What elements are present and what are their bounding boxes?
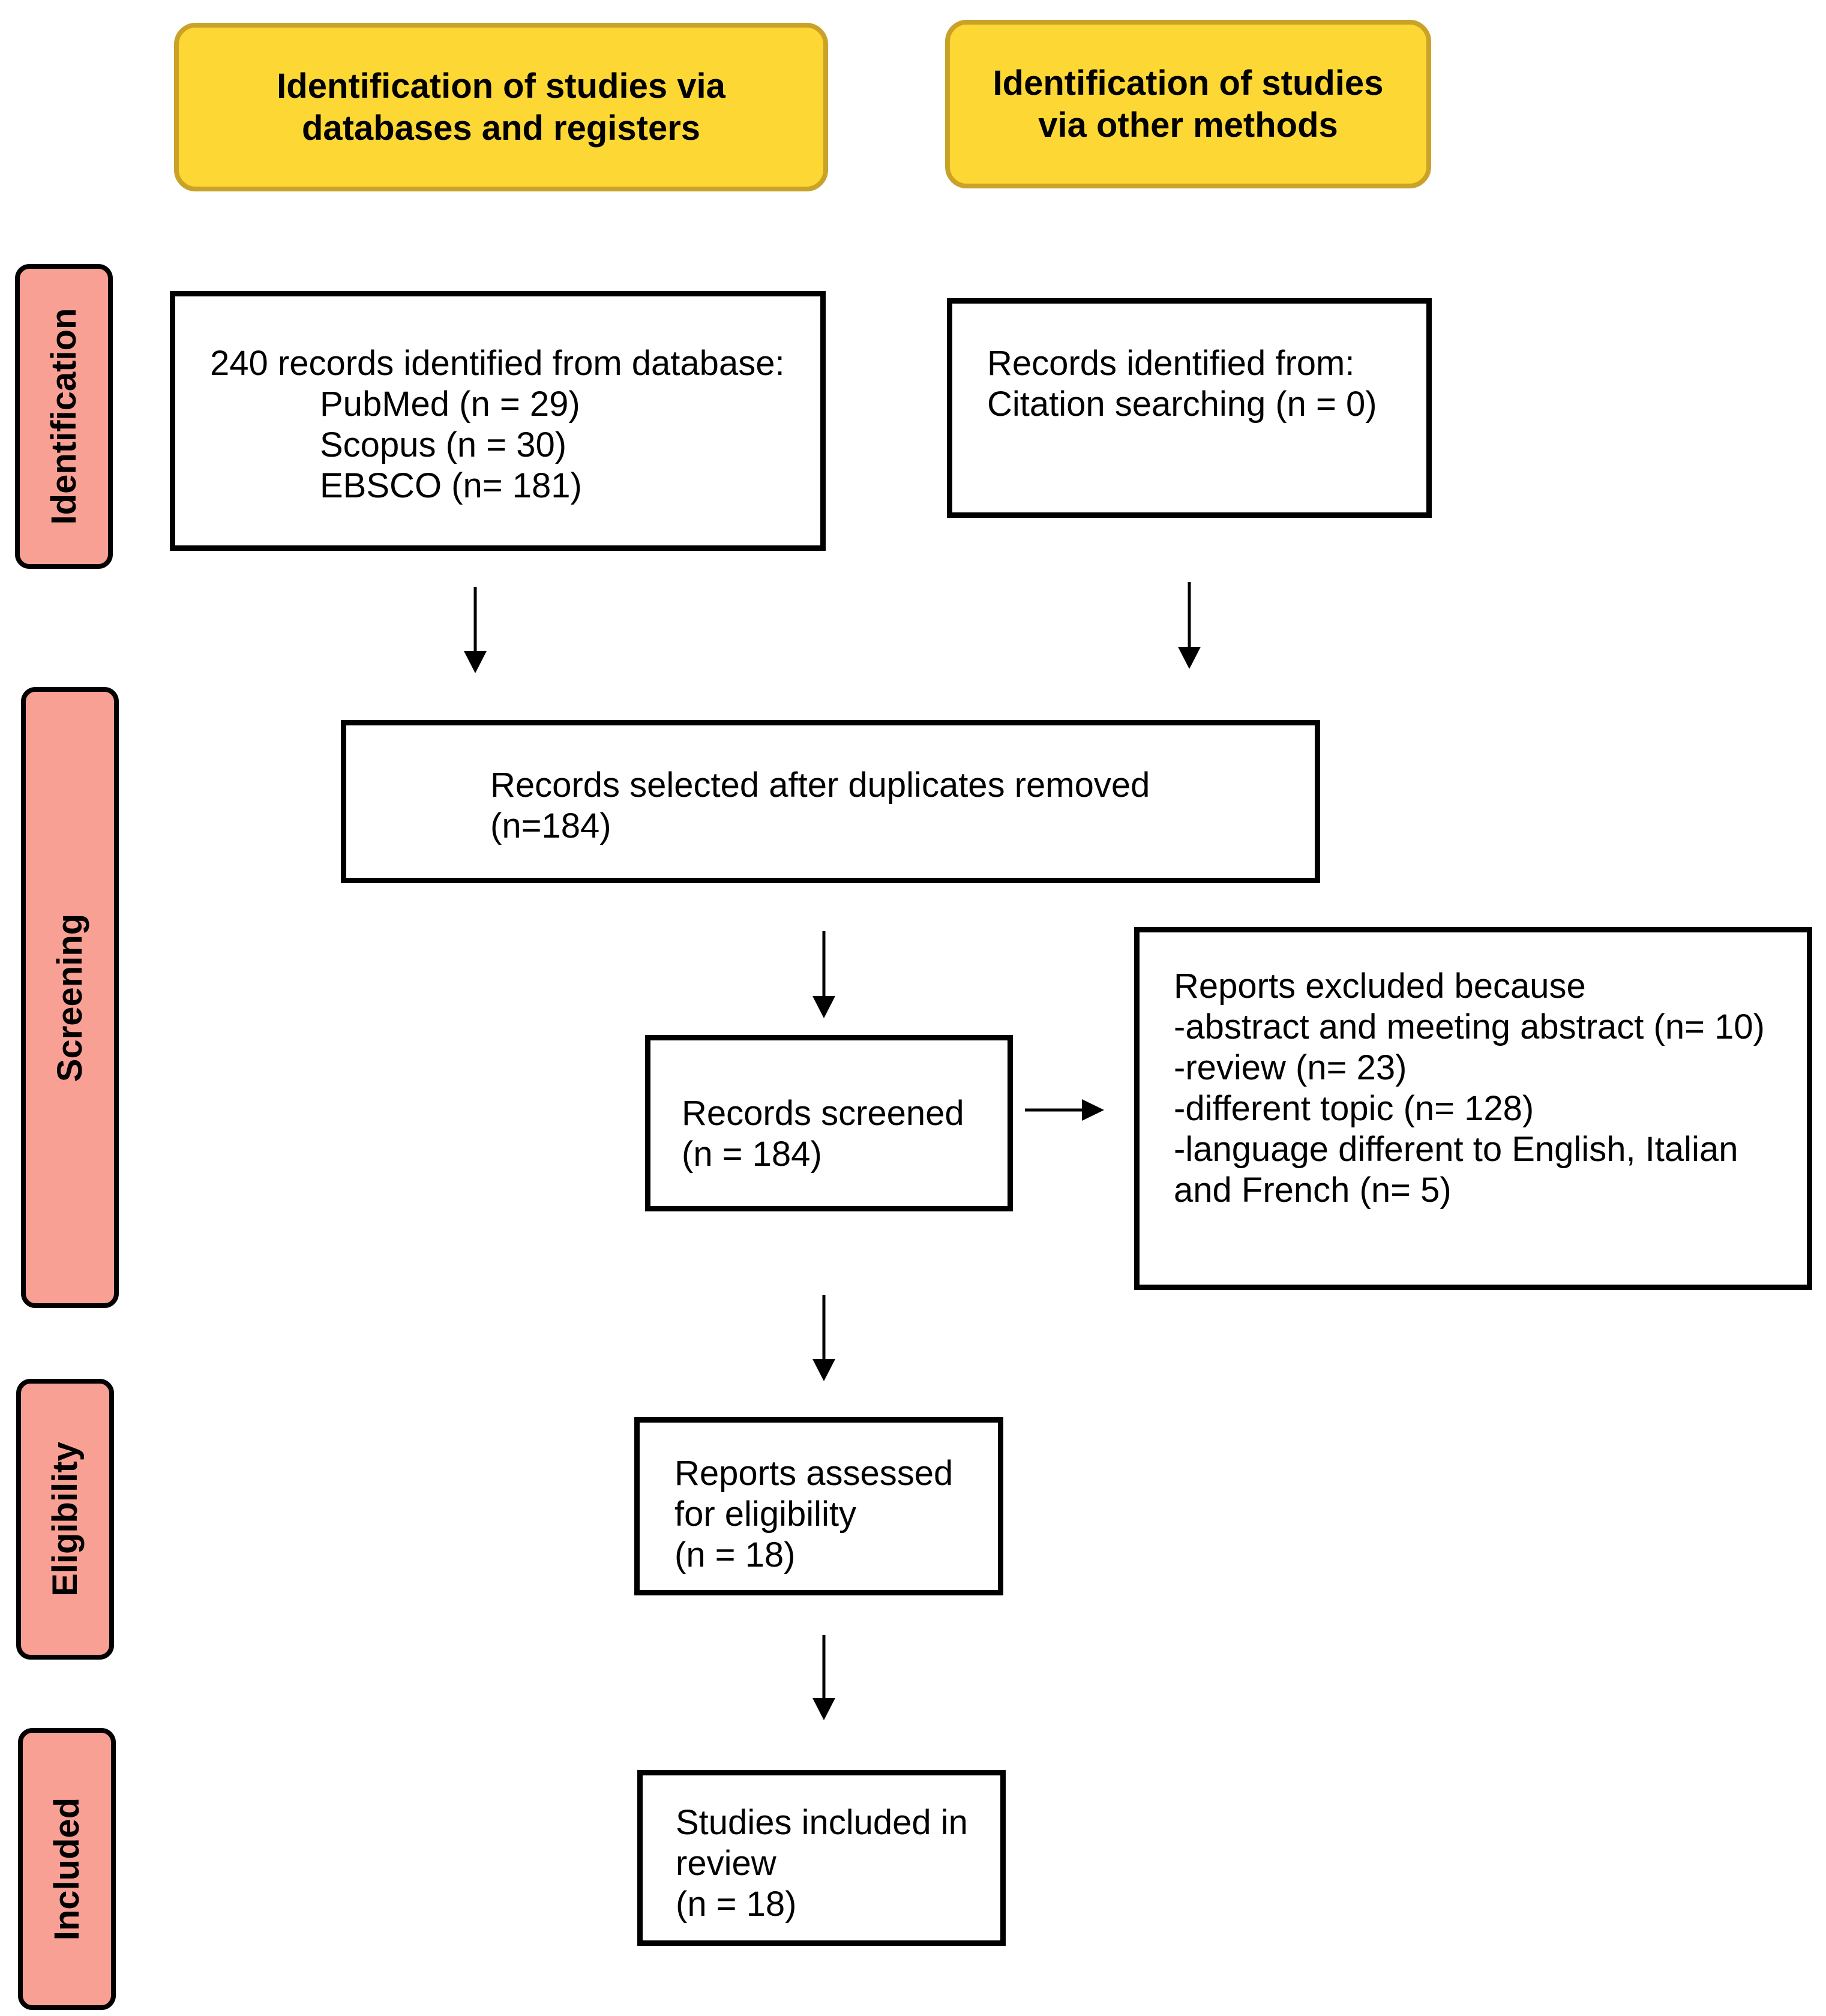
excluded-review: -review (n= 23) xyxy=(1174,1048,1407,1087)
records-screened-line2: (n = 184) xyxy=(682,1135,822,1174)
included-line2: review xyxy=(676,1844,776,1883)
header-databases-line2: databases and registers xyxy=(301,108,701,148)
arrow-database-to-duplicates xyxy=(464,587,487,673)
phase-included: Included xyxy=(18,1728,116,2010)
box-after-duplicates: Records selected after duplicates remove… xyxy=(341,720,1320,883)
header-databases-registers: Identification of studies via databases … xyxy=(174,23,828,191)
excluded-abstract: -abstract and meeting abstract (n= 10) xyxy=(1174,1007,1765,1046)
box-database-records: 240 records identified from database: Pu… xyxy=(170,291,826,551)
other-records-line2: Citation searching (n = 0) xyxy=(987,385,1377,424)
phase-screening: Screening xyxy=(21,687,119,1308)
eligibility-line1: Reports assessed xyxy=(674,1454,954,1493)
header-other-line2: via other methods xyxy=(1038,105,1338,145)
box-studies-included: Studies included in review (n = 18) xyxy=(637,1770,1006,1946)
excluded-language-cont: and French (n= 5) xyxy=(1174,1171,1452,1210)
arrow-other-to-duplicates xyxy=(1178,582,1201,669)
arrow-screened-to-excluded xyxy=(1025,1099,1104,1121)
database-records-ebsco: EBSCO (n= 181) xyxy=(320,466,582,505)
phase-identification: Identification xyxy=(15,264,113,569)
excluded-heading: Reports excluded because xyxy=(1174,967,1586,1006)
header-other-line1: Identification of studies xyxy=(993,63,1384,103)
excluded-topic: -different topic (n= 128) xyxy=(1174,1089,1534,1128)
arrow-eligibility-to-included xyxy=(812,1635,835,1720)
phase-eligibility: Eligibility xyxy=(16,1379,114,1660)
eligibility-line2: for eligibility xyxy=(674,1495,856,1534)
arrow-screened-to-eligibility xyxy=(812,1295,835,1381)
database-records-total: 240 records identified from database: xyxy=(210,344,785,383)
box-reports-eligibility: Reports assessed for eligibility (n = 18… xyxy=(634,1417,1003,1595)
box-reports-excluded: Reports excluded because -abstract and m… xyxy=(1134,927,1812,1290)
box-other-records: Records identified from: Citation search… xyxy=(947,298,1432,518)
header-databases-line1: Identification of studies via xyxy=(277,66,725,106)
included-line3: (n = 18) xyxy=(676,1885,797,1924)
included-line1: Studies included in xyxy=(676,1803,968,1842)
box-records-screened: Records screened (n = 184) xyxy=(645,1035,1013,1211)
arrow-duplicates-to-screened xyxy=(812,931,835,1018)
records-screened-line1: Records screened xyxy=(682,1094,964,1133)
after-duplicates-line2: (n=184) xyxy=(490,806,611,845)
database-records-scopus: Scopus (n = 30) xyxy=(320,425,567,464)
other-records-line1: Records identified from: xyxy=(987,344,1355,383)
database-records-pubmed: PubMed (n = 29) xyxy=(320,385,580,424)
eligibility-line3: (n = 18) xyxy=(674,1535,796,1574)
header-other-methods: Identification of studies via other meth… xyxy=(945,20,1431,188)
excluded-language: -language different to English, Italian xyxy=(1174,1130,1738,1169)
after-duplicates-line1: Records selected after duplicates remove… xyxy=(490,766,1150,805)
